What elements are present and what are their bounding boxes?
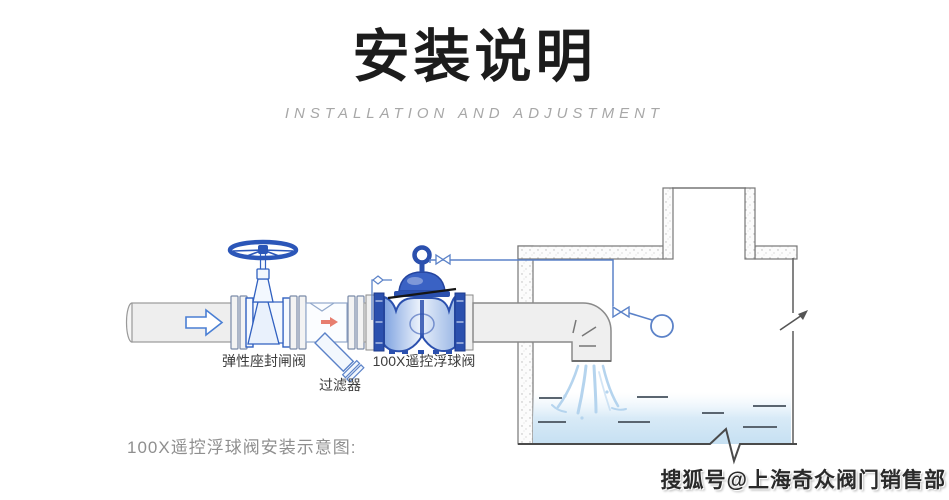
red-flow-arrow-icon xyxy=(321,317,338,327)
strainer-leg xyxy=(314,332,365,383)
tank-top-wall-left xyxy=(517,245,665,260)
flange-pair xyxy=(230,295,248,350)
gate-valve xyxy=(227,239,299,348)
flange-bolt-marks xyxy=(375,300,464,344)
lifting-ring-icon xyxy=(412,245,432,265)
needle-valve-icon xyxy=(435,253,451,266)
tank-top-wall-right xyxy=(754,245,798,260)
flange-pair xyxy=(347,295,365,350)
wall-break-mark-icon xyxy=(779,310,808,331)
gate-valve-label: 弹性座封闸阀 xyxy=(222,353,306,369)
tank-right-wall xyxy=(779,258,808,444)
diagram-caption: 100X遥控浮球阀安装示意图: xyxy=(127,438,357,457)
flow-arrow-icon xyxy=(185,308,224,337)
pilot-control-line xyxy=(429,253,674,338)
page-title: 安装说明 xyxy=(352,25,597,89)
float-ball xyxy=(650,314,674,338)
water-surface xyxy=(533,392,791,444)
handwheel-icon xyxy=(227,239,299,261)
strainer-label: 过滤器 xyxy=(319,377,361,393)
water-tank xyxy=(517,187,808,465)
tank-left-wall xyxy=(517,245,534,445)
inlet-pipe xyxy=(125,302,233,343)
float-valve-label: 100X遥控浮球阀 xyxy=(373,353,476,369)
pilot-lever xyxy=(387,287,457,300)
elbow-cut-marks xyxy=(572,319,597,347)
outlet-elbow-pipe xyxy=(472,302,612,362)
float-control-valve xyxy=(365,245,474,354)
flange-pair xyxy=(289,295,307,350)
water-wave-marks xyxy=(538,396,786,428)
pilot-tube-left xyxy=(371,275,392,320)
pilot-valve-icon xyxy=(612,305,630,319)
tank-bottom xyxy=(518,427,797,465)
watermark: 搜狐号@上海奇众阀门销售部 xyxy=(660,469,946,492)
y-strainer xyxy=(305,302,365,383)
page-subtitle: INSTALLATION AND ADJUSTMENT xyxy=(284,105,665,122)
tank-manhole xyxy=(662,187,756,260)
valve-feet xyxy=(389,350,452,354)
water-spray xyxy=(551,364,627,420)
